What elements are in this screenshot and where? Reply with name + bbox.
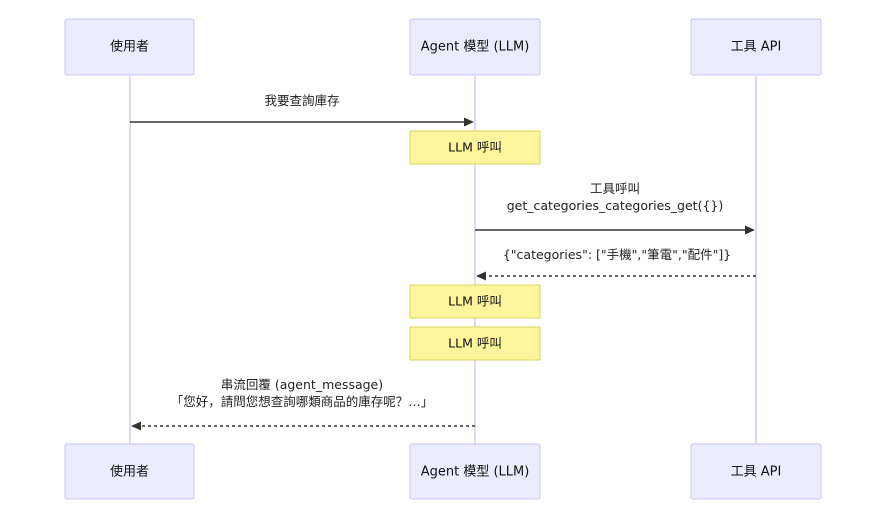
note-llm-call-1: LLM 呼叫 — [409, 130, 541, 165]
actor-agent-bottom-label: Agent 模型 (LLM) — [421, 465, 530, 480]
arrowhead-icon — [745, 225, 755, 235]
actor-user-top: 使用者 — [64, 18, 195, 76]
note-llm-call-1-label: LLM 呼叫 — [448, 140, 502, 155]
arrowhead-icon — [131, 421, 141, 431]
actor-agent-label: Agent 模型 (LLM) — [421, 40, 530, 55]
actor-user-label: 使用者 — [110, 39, 149, 55]
actor-tools-label: 工具 API — [731, 40, 782, 55]
actor-agent-bottom: Agent 模型 (LLM) — [409, 443, 541, 500]
note-llm-call-2: LLM 呼叫 — [409, 284, 541, 319]
actor-tools-bottom-label: 工具 API — [731, 465, 782, 480]
actor-user-bottom-label: 使用者 — [110, 464, 149, 480]
message-tool-call-fn: get_categories_categories_get({}) — [507, 198, 724, 213]
actor-user-bottom: 使用者 — [64, 443, 195, 500]
actor-tools-bottom: 工具 API — [690, 443, 822, 500]
note-llm-call-2-label: LLM 呼叫 — [448, 294, 502, 309]
actor-agent-top: Agent 模型 (LLM) — [409, 18, 541, 76]
message-tool-call-title: 工具呼叫 — [590, 181, 640, 196]
note-llm-call-3-label: LLM 呼叫 — [448, 336, 502, 351]
message-tool-result-label: {"categories": ["手機","筆電","配件"]} — [503, 247, 731, 262]
arrowhead-icon — [476, 271, 486, 281]
actor-tools-top: 工具 API — [690, 18, 822, 76]
message-stream-title: 串流回覆 (agent_message) — [221, 377, 383, 392]
message-stream-text: 「您好，請問您想查詢哪類商品的庫存呢？…」 — [171, 394, 434, 409]
message-query-label: 我要查詢庫存 — [264, 93, 339, 108]
arrowhead-icon — [464, 117, 474, 127]
note-llm-call-3: LLM 呼叫 — [409, 326, 541, 361]
